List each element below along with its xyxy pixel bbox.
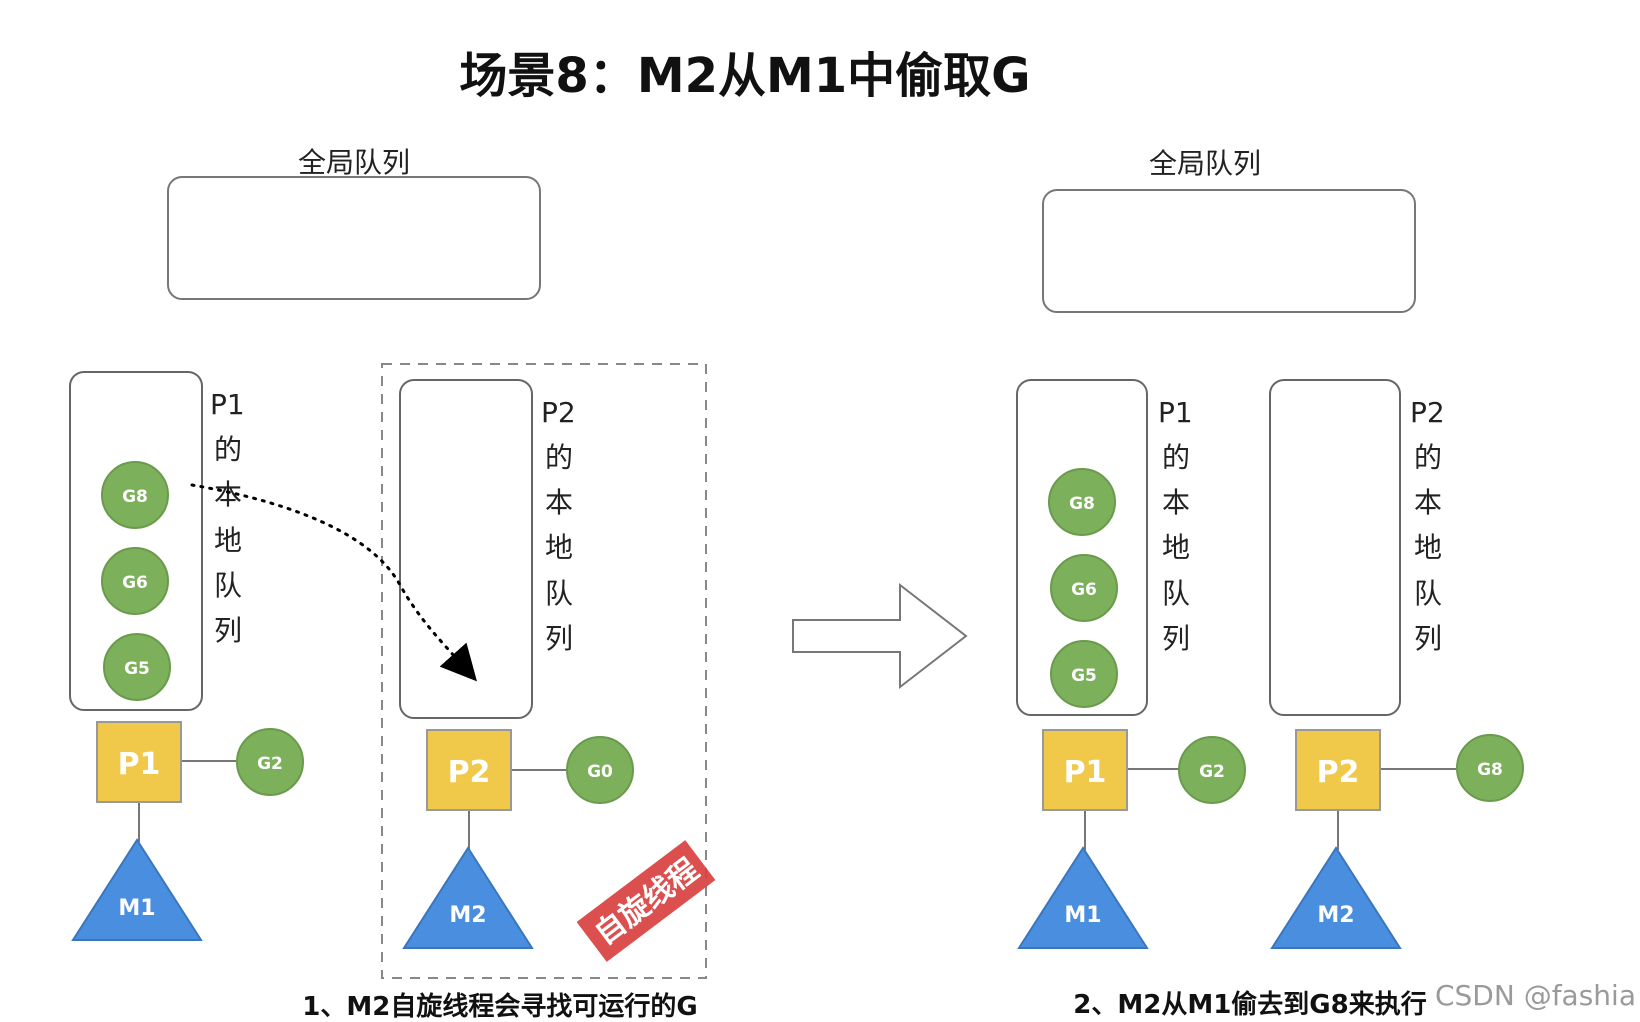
svg-text:G8: G8 xyxy=(122,487,148,507)
svg-text:列: 列 xyxy=(545,622,573,655)
svg-text:M1: M1 xyxy=(118,896,155,921)
p2-local-queue-right xyxy=(1269,379,1401,716)
machine-m2-right: M2 xyxy=(1270,846,1402,949)
goroutine-g6: G6 xyxy=(101,547,169,615)
svg-text:队: 队 xyxy=(545,577,573,610)
svg-text:地: 地 xyxy=(1162,531,1190,564)
right-caption: 2、M2从M1偷去到G8来执行 xyxy=(1073,989,1426,1020)
p1-local-queue xyxy=(69,371,203,711)
svg-text:本: 本 xyxy=(1414,486,1442,519)
svg-text:的: 的 xyxy=(1414,441,1442,474)
svg-text:列: 列 xyxy=(1162,622,1190,655)
svg-text:P2: P2 xyxy=(1317,755,1360,790)
processor-p1-right: P1 xyxy=(1042,729,1128,811)
processor-p2: P2 xyxy=(426,729,512,811)
spinning-thread-stamp: 自旋线程 xyxy=(576,840,716,962)
svg-text:P1: P1 xyxy=(210,388,245,421)
svg-text:P2: P2 xyxy=(448,755,491,790)
goroutine-g8-right: G8 xyxy=(1048,468,1116,536)
watermark: CSDN @fashia xyxy=(1435,979,1636,1012)
svg-text:P2: P2 xyxy=(1410,396,1445,429)
svg-text:列: 列 xyxy=(1414,622,1442,655)
transition-arrow-icon xyxy=(792,582,968,690)
p1-local-queue-right xyxy=(1016,379,1148,716)
processor-p2-right: P2 xyxy=(1295,729,1381,811)
left-caption: 1、M2自旋线程会寻找可运行的G xyxy=(302,991,697,1022)
svg-text:的: 的 xyxy=(545,441,573,474)
machine-m1: M1 xyxy=(71,838,203,941)
global-queue-label-right: 全局队列 xyxy=(1149,147,1261,180)
goroutine-g8-running: G8 xyxy=(1456,734,1524,802)
global-queue-box xyxy=(167,176,541,300)
svg-text:P1: P1 xyxy=(1158,396,1193,429)
svg-text:M2: M2 xyxy=(1317,903,1354,928)
svg-text:G8: G8 xyxy=(1477,760,1503,780)
goroutine-g6-right: G6 xyxy=(1050,554,1118,622)
svg-text:G6: G6 xyxy=(122,573,148,593)
svg-text:G5: G5 xyxy=(124,659,150,679)
global-queue-box-right xyxy=(1042,189,1416,313)
svg-text:G2: G2 xyxy=(257,754,283,774)
svg-text:P1: P1 xyxy=(118,747,161,782)
svg-text:本: 本 xyxy=(545,486,573,519)
svg-text:P1: P1 xyxy=(1064,755,1107,790)
svg-text:地: 地 xyxy=(214,524,242,557)
global-queue-label: 全局队列 xyxy=(298,146,410,179)
svg-text:G2: G2 xyxy=(1199,762,1225,782)
left-scene: 全局队列 P1 的 本 地 队 列 G8 G6 G5 P1 xyxy=(69,146,716,1022)
goroutine-g2-right: G2 xyxy=(1178,736,1246,804)
svg-text:队: 队 xyxy=(1162,577,1190,610)
svg-text:G0: G0 xyxy=(587,762,613,782)
goroutine-g8: G8 xyxy=(101,461,169,529)
svg-text:的: 的 xyxy=(214,433,242,466)
svg-text:列: 列 xyxy=(214,614,242,647)
spinning-thread-region xyxy=(381,363,707,979)
p2-queue-label: P2 的 本 地 队 列 xyxy=(541,396,576,655)
goroutine-g0: G0 xyxy=(566,736,634,804)
p2-queue-label-right: P2 的 本 地 队 列 xyxy=(1410,396,1445,655)
diagram-title: 场景8：M2从M1中偷取G xyxy=(459,48,1030,104)
svg-text:M1: M1 xyxy=(1064,903,1101,928)
svg-text:P2: P2 xyxy=(541,396,576,429)
svg-text:的: 的 xyxy=(1162,441,1190,474)
p1-queue-label-right: P1 的 本 地 队 列 xyxy=(1158,396,1193,655)
goroutine-g2: G2 xyxy=(236,728,304,796)
processor-p1: P1 xyxy=(96,721,182,803)
svg-text:G5: G5 xyxy=(1071,666,1097,686)
goroutine-g5: G5 xyxy=(103,633,171,701)
svg-text:G8: G8 xyxy=(1069,494,1095,514)
goroutine-g5-right: G5 xyxy=(1050,640,1118,708)
svg-text:地: 地 xyxy=(1414,531,1442,564)
svg-text:G6: G6 xyxy=(1071,580,1097,600)
svg-text:地: 地 xyxy=(545,531,573,564)
right-scene: 全局队列 P1 的 本 地 队 列 G8 G6 G5 P1 xyxy=(1016,147,1524,1020)
svg-text:队: 队 xyxy=(1414,577,1442,610)
p1-queue-label: P1 的 本 地 队 列 xyxy=(210,388,245,647)
svg-text:M2: M2 xyxy=(449,903,486,928)
svg-text:队: 队 xyxy=(214,569,242,602)
machine-m2: M2 xyxy=(402,846,534,949)
svg-text:本: 本 xyxy=(1162,486,1190,519)
machine-m1-right: M1 xyxy=(1017,846,1149,949)
